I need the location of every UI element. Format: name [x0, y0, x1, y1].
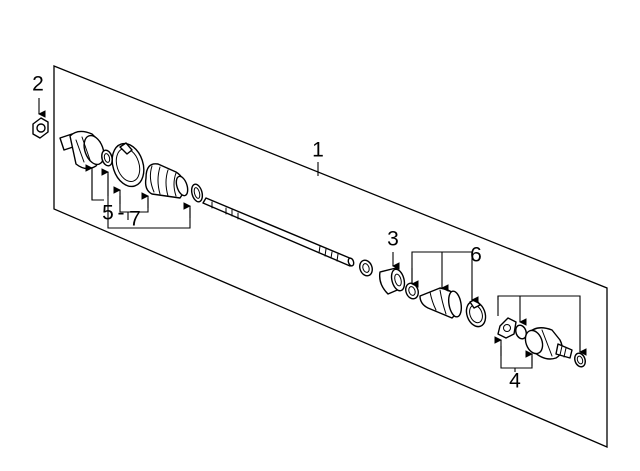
callout-6: 6 — [470, 244, 482, 267]
tripod-joint-part — [497, 317, 517, 339]
callout-5-7-dash: - — [118, 202, 125, 225]
inner-cv-joint-part — [524, 327, 573, 360]
callout-3: 3 — [387, 228, 399, 251]
inner-snap-ring-part — [515, 324, 527, 340]
inner-boot-part — [419, 287, 463, 319]
callout-2: 2 — [32, 73, 44, 96]
inner-small-clamp-left-part — [190, 183, 204, 203]
axle-shaft-part — [202, 197, 355, 267]
outer-boot-clamp-large-part — [111, 142, 145, 188]
axle-nut-part — [32, 117, 49, 139]
outer-cv-joint-part — [59, 130, 105, 170]
end-snap-ring-part — [574, 352, 586, 368]
outer-boot-part — [144, 163, 189, 199]
dynamic-damper-part — [378, 267, 406, 295]
callout-1: 1 — [312, 139, 324, 162]
callout-7: 7 — [129, 208, 141, 231]
callout-5: 5 — [102, 202, 114, 225]
snap-ring-part — [359, 259, 373, 277]
callout-4: 4 — [509, 370, 521, 393]
